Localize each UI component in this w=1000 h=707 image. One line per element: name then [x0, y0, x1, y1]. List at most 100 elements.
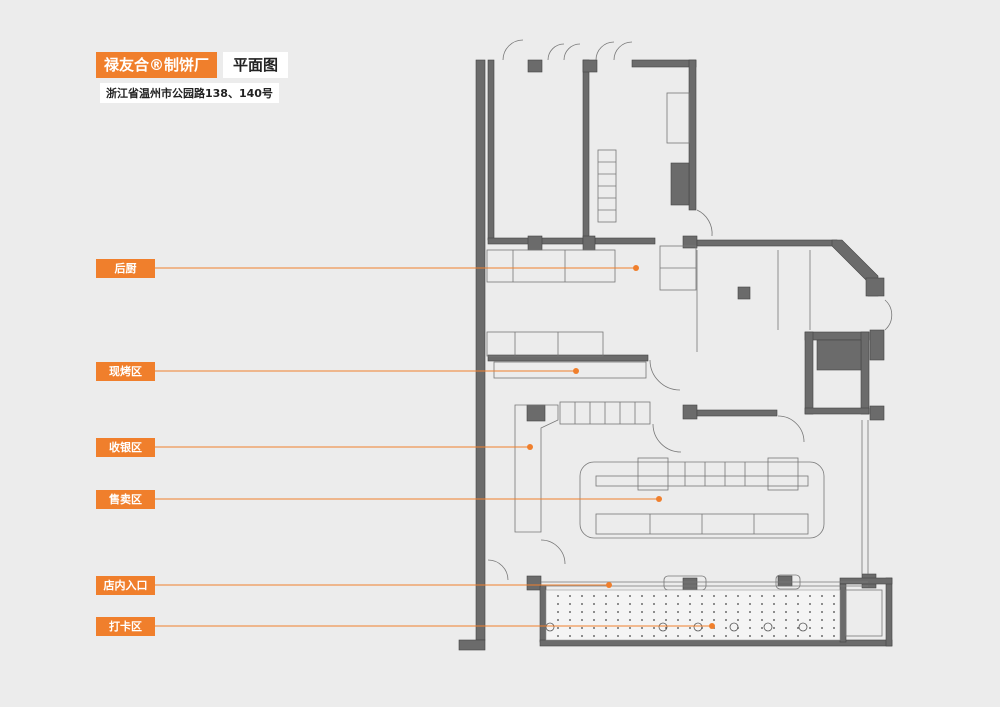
terrace-dot	[605, 627, 607, 629]
terrace-dot	[749, 627, 751, 629]
terrace-dot	[617, 627, 619, 629]
terrace-dot	[773, 619, 775, 621]
terrace-dot	[761, 619, 763, 621]
terrace-dot	[797, 611, 799, 613]
terrace-dot	[809, 595, 811, 597]
zone-label-back-kitchen: 后厨	[96, 259, 155, 278]
terrace-dot	[785, 603, 787, 605]
terrace-dot	[725, 627, 727, 629]
terrace-dot	[677, 619, 679, 621]
terrace-dot	[557, 595, 559, 597]
terrace-dot	[713, 635, 715, 637]
terrace-dot	[605, 619, 607, 621]
terrace-dot	[629, 619, 631, 621]
terrace-dot	[773, 595, 775, 597]
terrace-dot	[629, 603, 631, 605]
fixtures	[486, 39, 893, 637]
terrace-dot	[761, 595, 763, 597]
terrace-dot	[737, 619, 739, 621]
terrace-dot	[737, 603, 739, 605]
terrace-dot	[557, 635, 559, 637]
terrace-dot	[713, 619, 715, 621]
zone-label-entrance: 店内入口	[96, 576, 155, 595]
terrace-dot	[701, 611, 703, 613]
terrace-dot	[689, 611, 691, 613]
terrace-dot	[809, 627, 811, 629]
terrace-dot	[593, 595, 595, 597]
photo-stools	[545, 622, 808, 632]
dot-pattern	[557, 595, 835, 637]
terrace-dot	[725, 635, 727, 637]
terrace-dot	[761, 627, 763, 629]
terrace-dot	[629, 595, 631, 597]
terrace-dot	[785, 619, 787, 621]
zone-label-cashier: 收银区	[96, 438, 155, 457]
terrace-dot	[593, 603, 595, 605]
terrace-dot	[749, 603, 751, 605]
terrace-dot	[713, 611, 715, 613]
terrace-dot	[629, 627, 631, 629]
terrace-dot	[833, 635, 835, 637]
terrace-dot	[809, 635, 811, 637]
terrace-dot	[677, 611, 679, 613]
terrace-dot	[785, 611, 787, 613]
terrace-dot	[701, 619, 703, 621]
terrace-dot	[569, 603, 571, 605]
terrace-dot	[797, 619, 799, 621]
terrace-dot	[713, 595, 715, 597]
terrace-dot	[761, 611, 763, 613]
terrace-dot	[785, 627, 787, 629]
terrace-dot	[569, 611, 571, 613]
zone-label-photo: 打卡区	[96, 617, 155, 636]
plan-title: 平面图	[223, 52, 289, 78]
terrace-dot	[581, 619, 583, 621]
terrace-dot	[797, 627, 799, 629]
terrace-dot	[617, 611, 619, 613]
address-text: 浙江省温州市公园路138、140号	[100, 83, 279, 103]
terrace-dot	[653, 595, 655, 597]
terrace-dot	[833, 603, 835, 605]
terrace-dot	[749, 595, 751, 597]
terrace-dot	[593, 635, 595, 637]
terrace-dot	[701, 603, 703, 605]
terrace-dot	[581, 635, 583, 637]
terrace-dot	[593, 611, 595, 613]
terrace-dot	[773, 627, 775, 629]
terrace-dot	[665, 635, 667, 637]
terrace-dot	[821, 611, 823, 613]
terrace-dot	[833, 619, 835, 621]
terrace-dot	[617, 619, 619, 621]
leader-lines	[155, 267, 712, 627]
terrace-dot	[665, 619, 667, 621]
zone-label-sales: 售卖区	[96, 490, 155, 509]
terrace-dot	[617, 603, 619, 605]
terrace-dot	[725, 595, 727, 597]
terrace-dot	[689, 603, 691, 605]
terrace-dot	[809, 619, 811, 621]
terrace-dot	[653, 603, 655, 605]
terrace-dot	[833, 627, 835, 629]
terrace-dot	[665, 611, 667, 613]
terrace-dot	[581, 627, 583, 629]
terrace-dot	[605, 595, 607, 597]
terrace-dot	[833, 611, 835, 613]
terrace-dot	[701, 595, 703, 597]
terrace-dot	[761, 603, 763, 605]
walls	[458, 59, 893, 651]
terrace-dot	[557, 603, 559, 605]
terrace-dot	[821, 619, 823, 621]
terrace-dot	[821, 635, 823, 637]
terrace-dot	[641, 595, 643, 597]
terrace-dot	[629, 611, 631, 613]
terrace-dot	[701, 635, 703, 637]
terrace-dot	[641, 619, 643, 621]
zone-label-baking: 现烤区	[96, 362, 155, 381]
terrace-dot	[713, 603, 715, 605]
terrace-dot	[569, 595, 571, 597]
terrace-dot	[653, 619, 655, 621]
terrace-dot	[821, 627, 823, 629]
terrace-dot	[773, 635, 775, 637]
terrace-dot	[557, 627, 559, 629]
terrace-dot	[737, 595, 739, 597]
